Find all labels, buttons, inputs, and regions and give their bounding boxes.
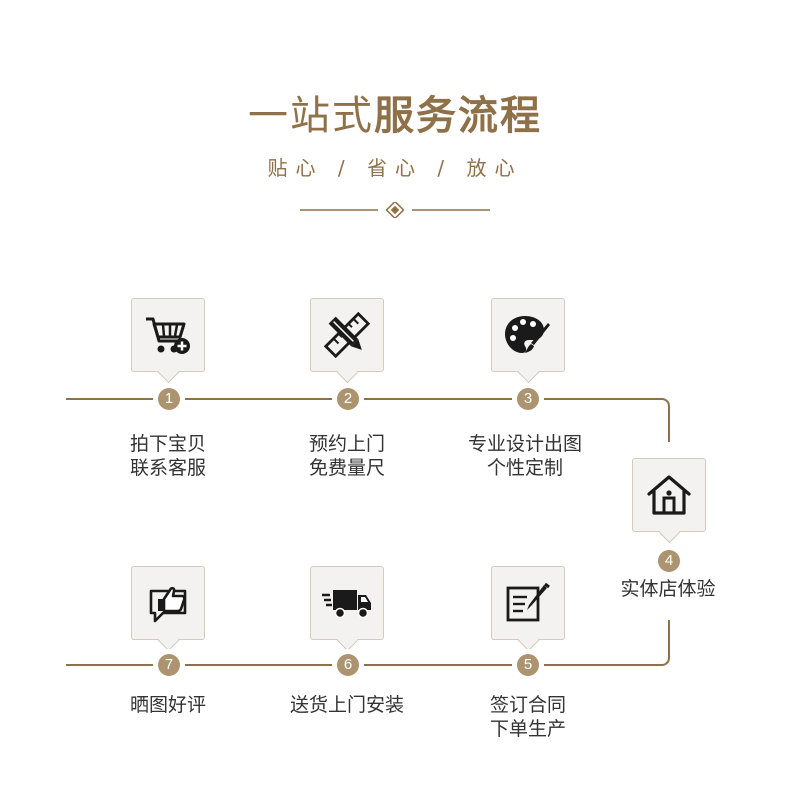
page-subtitle: 贴心 / 省心 / 放心	[267, 156, 523, 180]
divider-ornament	[300, 202, 490, 218]
step-3-line-2: 个性定制	[486, 457, 563, 479]
step-6-card	[310, 566, 384, 652]
contract-sign-icon	[506, 582, 550, 622]
step-2-card	[310, 298, 384, 384]
step-2-line-2: 免费量尺	[308, 457, 385, 479]
step-1-label: 拍下宝贝 联系客服	[68, 432, 268, 480]
step-1-card	[131, 298, 205, 384]
flow-line-top	[66, 398, 660, 400]
delivery-truck-icon	[322, 590, 371, 619]
shopping-cart-plus-icon	[146, 317, 190, 354]
step-4-label: 实体店体验	[568, 577, 768, 601]
step-1-line-1: 拍下宝贝	[129, 433, 206, 455]
step-4-number: 4	[658, 550, 680, 572]
step-3-line-1: 专业设计出图	[467, 433, 582, 455]
house-icon	[647, 475, 691, 515]
step-5-card	[491, 566, 565, 652]
step-2-line-1: 预约上门	[308, 433, 385, 455]
flow-line-right-upper	[668, 418, 670, 442]
flow-line-right-lower	[668, 620, 670, 646]
step-5-number: 5	[517, 654, 539, 676]
step-2-number: 2	[337, 388, 359, 410]
step-3-label: 专业设计出图 个性定制	[425, 432, 625, 480]
step-7-line-1: 晒图好评	[129, 694, 206, 716]
step-7-card	[131, 566, 205, 652]
step-2-label: 预约上门 免费量尺	[247, 432, 447, 480]
step-3-number: 3	[517, 388, 539, 410]
step-4-card	[632, 458, 706, 544]
step-3-card	[491, 298, 565, 384]
step-5-line-2: 下单生产	[489, 718, 566, 740]
title-bold: 服务流程	[374, 93, 542, 139]
step-6-line-1: 送货上门安装	[289, 694, 404, 716]
step-7-label: 晒图好评	[68, 693, 268, 717]
step-1-line-2: 联系客服	[129, 457, 206, 479]
page-title: 一站式服务流程	[0, 92, 790, 140]
step-5-label: 签订合同 下单生产	[428, 693, 628, 741]
step-1-number: 1	[158, 388, 180, 410]
ruler-pencil-icon	[324, 312, 370, 358]
title-light: 一站式	[248, 93, 374, 139]
step-5-line-1: 签订合同	[489, 694, 566, 716]
step-4-line-1: 实体店体验	[620, 578, 716, 600]
palette-brush-icon	[505, 316, 550, 353]
flow-corner-bottom-right	[648, 644, 670, 666]
step-6-label: 送货上门安装	[247, 693, 447, 717]
step-6-number: 6	[337, 654, 359, 676]
thumbs-up-chat-icon	[149, 586, 187, 623]
flow-corner-top-right	[648, 398, 670, 420]
step-7-number: 7	[158, 654, 180, 676]
flow-line-bottom	[66, 664, 660, 666]
